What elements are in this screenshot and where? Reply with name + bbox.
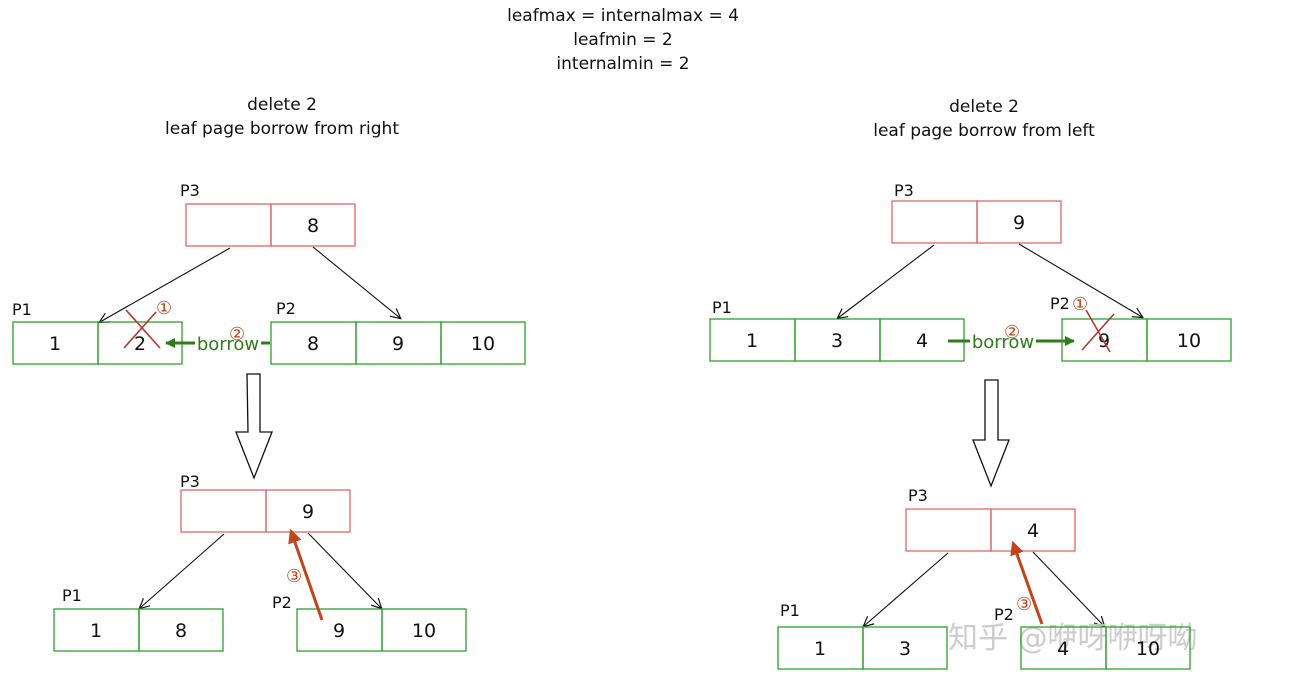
left-after-p1-node: 1 8 bbox=[53, 608, 224, 652]
node-cell bbox=[990, 508, 1076, 552]
right-step2-marker: ② bbox=[1004, 322, 1020, 343]
left-step1-marker: ① bbox=[156, 298, 172, 319]
left-before-p1-label: P1 bbox=[12, 300, 32, 319]
left-before-p3-node: 8 bbox=[185, 203, 356, 247]
node-key: 1 bbox=[814, 638, 826, 660]
right-after-p1-label: P1 bbox=[780, 601, 800, 620]
right-before-p1-label: P1 bbox=[712, 298, 732, 317]
left-after-p1-label: P1 bbox=[62, 586, 82, 605]
node-key: 1 bbox=[49, 333, 61, 355]
node-cell bbox=[138, 608, 224, 652]
left-after-edge-p3-p1 bbox=[140, 533, 225, 608]
left-after-p3-label: P3 bbox=[180, 472, 200, 491]
right-step1-marker: ① bbox=[1072, 294, 1088, 315]
right-after-edge-p3-p1 bbox=[864, 552, 949, 626]
right-after-p3-label: P3 bbox=[908, 486, 928, 505]
right-after-p2-label: P2 bbox=[994, 605, 1014, 624]
left-delete-cross-icon bbox=[123, 309, 161, 349]
node-cell bbox=[180, 489, 267, 533]
left-before-edge-p3-p2 bbox=[312, 246, 400, 318]
right-scenario: delete 2 leaf page borrow from left P3 9… bbox=[709, 97, 1232, 670]
node-cell bbox=[1146, 318, 1232, 362]
left-transition-arrow-icon bbox=[235, 373, 273, 480]
node-key: 3 bbox=[831, 330, 843, 352]
node-key: 3 bbox=[899, 638, 911, 660]
node-key: 4 bbox=[916, 330, 928, 352]
node-cell bbox=[265, 489, 351, 533]
left-before-p3-label: P3 bbox=[180, 181, 200, 200]
header-leafmin: leafmin = 2 bbox=[573, 30, 673, 50]
left-before-p2-label: P2 bbox=[276, 299, 296, 318]
node-key: 10 bbox=[1177, 330, 1201, 352]
node-key: 8 bbox=[175, 620, 187, 642]
left-promote-arrow bbox=[288, 528, 324, 621]
node-cell bbox=[381, 608, 467, 652]
left-after-p2-label: P2 bbox=[272, 593, 292, 612]
right-step3-marker: ③ bbox=[1016, 594, 1032, 615]
left-step2-marker: ② bbox=[229, 324, 245, 345]
left-title-delete: delete 2 bbox=[247, 95, 317, 115]
right-title-delete: delete 2 bbox=[949, 97, 1019, 117]
right-after-p1-node: 1 3 bbox=[777, 626, 948, 670]
header-leafmax: leafmax = internalmax = 4 bbox=[507, 6, 739, 26]
left-step3-marker: ③ bbox=[286, 566, 302, 587]
node-key: 4 bbox=[1027, 520, 1039, 542]
right-delete-cross-icon bbox=[1081, 309, 1115, 353]
right-after-p3-node: 4 bbox=[905, 508, 1076, 552]
node-key: 1 bbox=[90, 620, 102, 642]
right-title-borrow: leaf page borrow from left bbox=[873, 121, 1095, 141]
node-cell bbox=[905, 508, 992, 552]
right-before-p1-node: 1 3 4 bbox=[709, 318, 965, 362]
left-before-p1-node: 1 2 bbox=[12, 321, 183, 365]
node-cell bbox=[976, 200, 1062, 244]
node-key: 10 bbox=[412, 620, 436, 642]
left-borrow-label-bg bbox=[195, 332, 261, 354]
left-before-p2-node: 8 9 10 bbox=[270, 321, 526, 365]
right-before-p3-node: 9 bbox=[891, 200, 1062, 244]
right-borrow-label-bg bbox=[970, 330, 1036, 352]
node-cell bbox=[440, 321, 526, 365]
node-key: 9 bbox=[333, 620, 345, 642]
right-borrow-label: borrow bbox=[972, 332, 1034, 353]
left-borrow-label: borrow bbox=[197, 334, 259, 355]
right-before-p2-label: P2 bbox=[1050, 294, 1070, 313]
node-key: 9 bbox=[392, 333, 404, 355]
node-key: 8 bbox=[307, 215, 319, 237]
node-key: 4 bbox=[1057, 638, 1069, 660]
header-internalmin: internalmin = 2 bbox=[556, 54, 689, 74]
node-key: 10 bbox=[1136, 638, 1160, 660]
right-before-edge-p3-p1 bbox=[838, 244, 935, 318]
node-key: 8 bbox=[307, 333, 319, 355]
left-before-edge-p3-p1 bbox=[100, 247, 231, 322]
node-cell bbox=[270, 203, 356, 247]
node-key: 2 bbox=[134, 333, 146, 355]
node-cell bbox=[862, 626, 948, 670]
left-after-p2-node: 9 10 bbox=[296, 608, 467, 652]
watermark: 知乎 @咿呀咿呀呦 bbox=[948, 621, 1198, 656]
right-transition-arrow-icon bbox=[972, 379, 1010, 488]
node-key: 1 bbox=[746, 330, 758, 352]
node-key: 9 bbox=[302, 501, 314, 523]
node-key: 9 bbox=[1013, 212, 1025, 234]
left-after-p3-node: 9 bbox=[180, 489, 351, 533]
left-after-edge-p3-p2 bbox=[307, 532, 381, 608]
right-before-p3-label: P3 bbox=[894, 181, 914, 200]
right-before-p2-node: 9 10 bbox=[1061, 318, 1232, 362]
right-after-p2-node: 4 10 bbox=[1020, 626, 1191, 670]
right-promote-arrow bbox=[1010, 540, 1044, 625]
node-cell bbox=[185, 203, 272, 247]
left-scenario: delete 2 leaf page borrow from right P3 … bbox=[12, 95, 526, 652]
right-before-edge-p3-p2 bbox=[1018, 243, 1142, 317]
node-key: 10 bbox=[471, 333, 495, 355]
node-cell bbox=[891, 200, 978, 244]
left-title-borrow: leaf page borrow from right bbox=[165, 119, 399, 139]
right-after-edge-p3-p2 bbox=[1032, 551, 1104, 626]
node-cell bbox=[1105, 626, 1191, 670]
